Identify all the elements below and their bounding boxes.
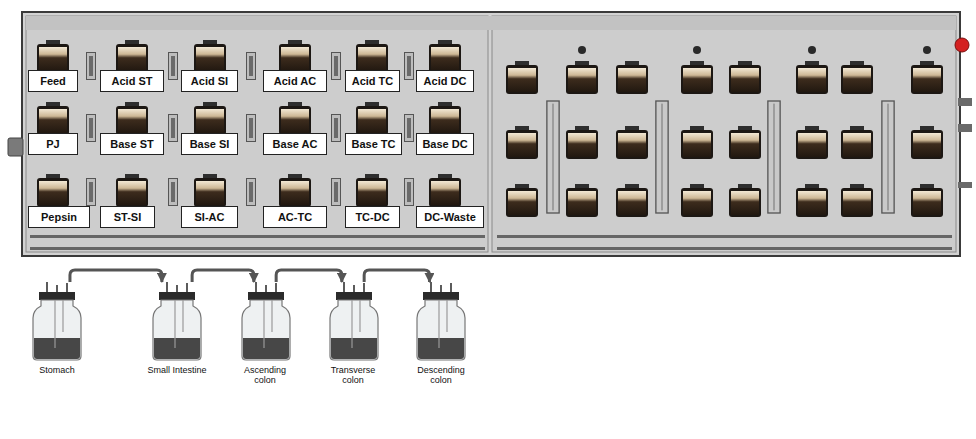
vessel-icon (322, 282, 386, 362)
label-text: AC-TC (278, 211, 312, 223)
label-box: Acid AC (263, 70, 327, 92)
reactor-vessel: Descending colon (409, 282, 473, 386)
label-text: TC-DC (355, 211, 389, 223)
reactor-vessel: Transverse colon (322, 282, 384, 386)
vessel-icon (409, 282, 473, 362)
label-box: Acid DC (416, 70, 474, 92)
label-text: Acid AC (274, 75, 316, 87)
label-box: SI-AC (181, 206, 238, 228)
reactor-vessel: Stomach (21, 282, 93, 375)
vessel-label: Transverse colon (325, 365, 381, 386)
reactor-vessel: Ascending colon (234, 282, 296, 386)
label-text: Pepsin (41, 211, 77, 223)
label-box: Acid SI (181, 70, 238, 92)
bottle-grid-right (506, 46, 943, 217)
vessel-icon (145, 282, 209, 362)
label-text: DC-Waste (424, 211, 476, 223)
vessel-label: Small Intestine (135, 365, 219, 375)
label-box: Acid ST (100, 70, 164, 92)
label-text: Base DC (422, 138, 467, 150)
label-box: TC-DC (345, 206, 400, 228)
flow-arrow (364, 270, 429, 282)
label-box: Base ST (100, 133, 164, 155)
label-box: Base DC (416, 133, 474, 155)
label-box: PJ (28, 133, 78, 155)
vessel-label: Descending colon (412, 365, 470, 386)
label-box: Base SI (181, 133, 238, 155)
label-text: ST-SI (114, 211, 142, 223)
label-box: Pepsin (28, 206, 90, 228)
reactor-vessel: Small Intestine (135, 282, 219, 375)
label-text: Base TC (351, 138, 395, 150)
label-box: DC-Waste (416, 206, 484, 228)
label-text: Base SI (190, 138, 230, 150)
label-text: Acid TC (352, 75, 394, 87)
flow-arrow (70, 270, 162, 282)
panel-frame (8, 12, 972, 256)
vessel-icon (25, 282, 89, 362)
label-box: Base AC (263, 133, 327, 155)
label-text: Acid DC (424, 75, 467, 87)
flow-arrow (276, 270, 342, 282)
bottle-grid-left (37, 40, 461, 207)
label-text: SI-AC (195, 211, 225, 223)
label-text: PJ (46, 138, 59, 150)
label-box: Acid TC (345, 70, 400, 92)
label-box: Base TC (345, 133, 402, 155)
label-box: Feed (28, 70, 78, 92)
vessel-icon (234, 282, 298, 362)
label-text: Feed (40, 75, 66, 87)
label-text: Acid SI (191, 75, 228, 87)
label-text: Base ST (110, 138, 153, 150)
label-text: Acid ST (112, 75, 153, 87)
vessel-label: Stomach (21, 365, 93, 375)
label-box: ST-SI (100, 206, 155, 228)
label-text: Base AC (273, 138, 318, 150)
vessel-label: Ascending colon (239, 365, 291, 386)
flow-arrow (192, 270, 254, 282)
label-box: AC-TC (263, 206, 327, 228)
